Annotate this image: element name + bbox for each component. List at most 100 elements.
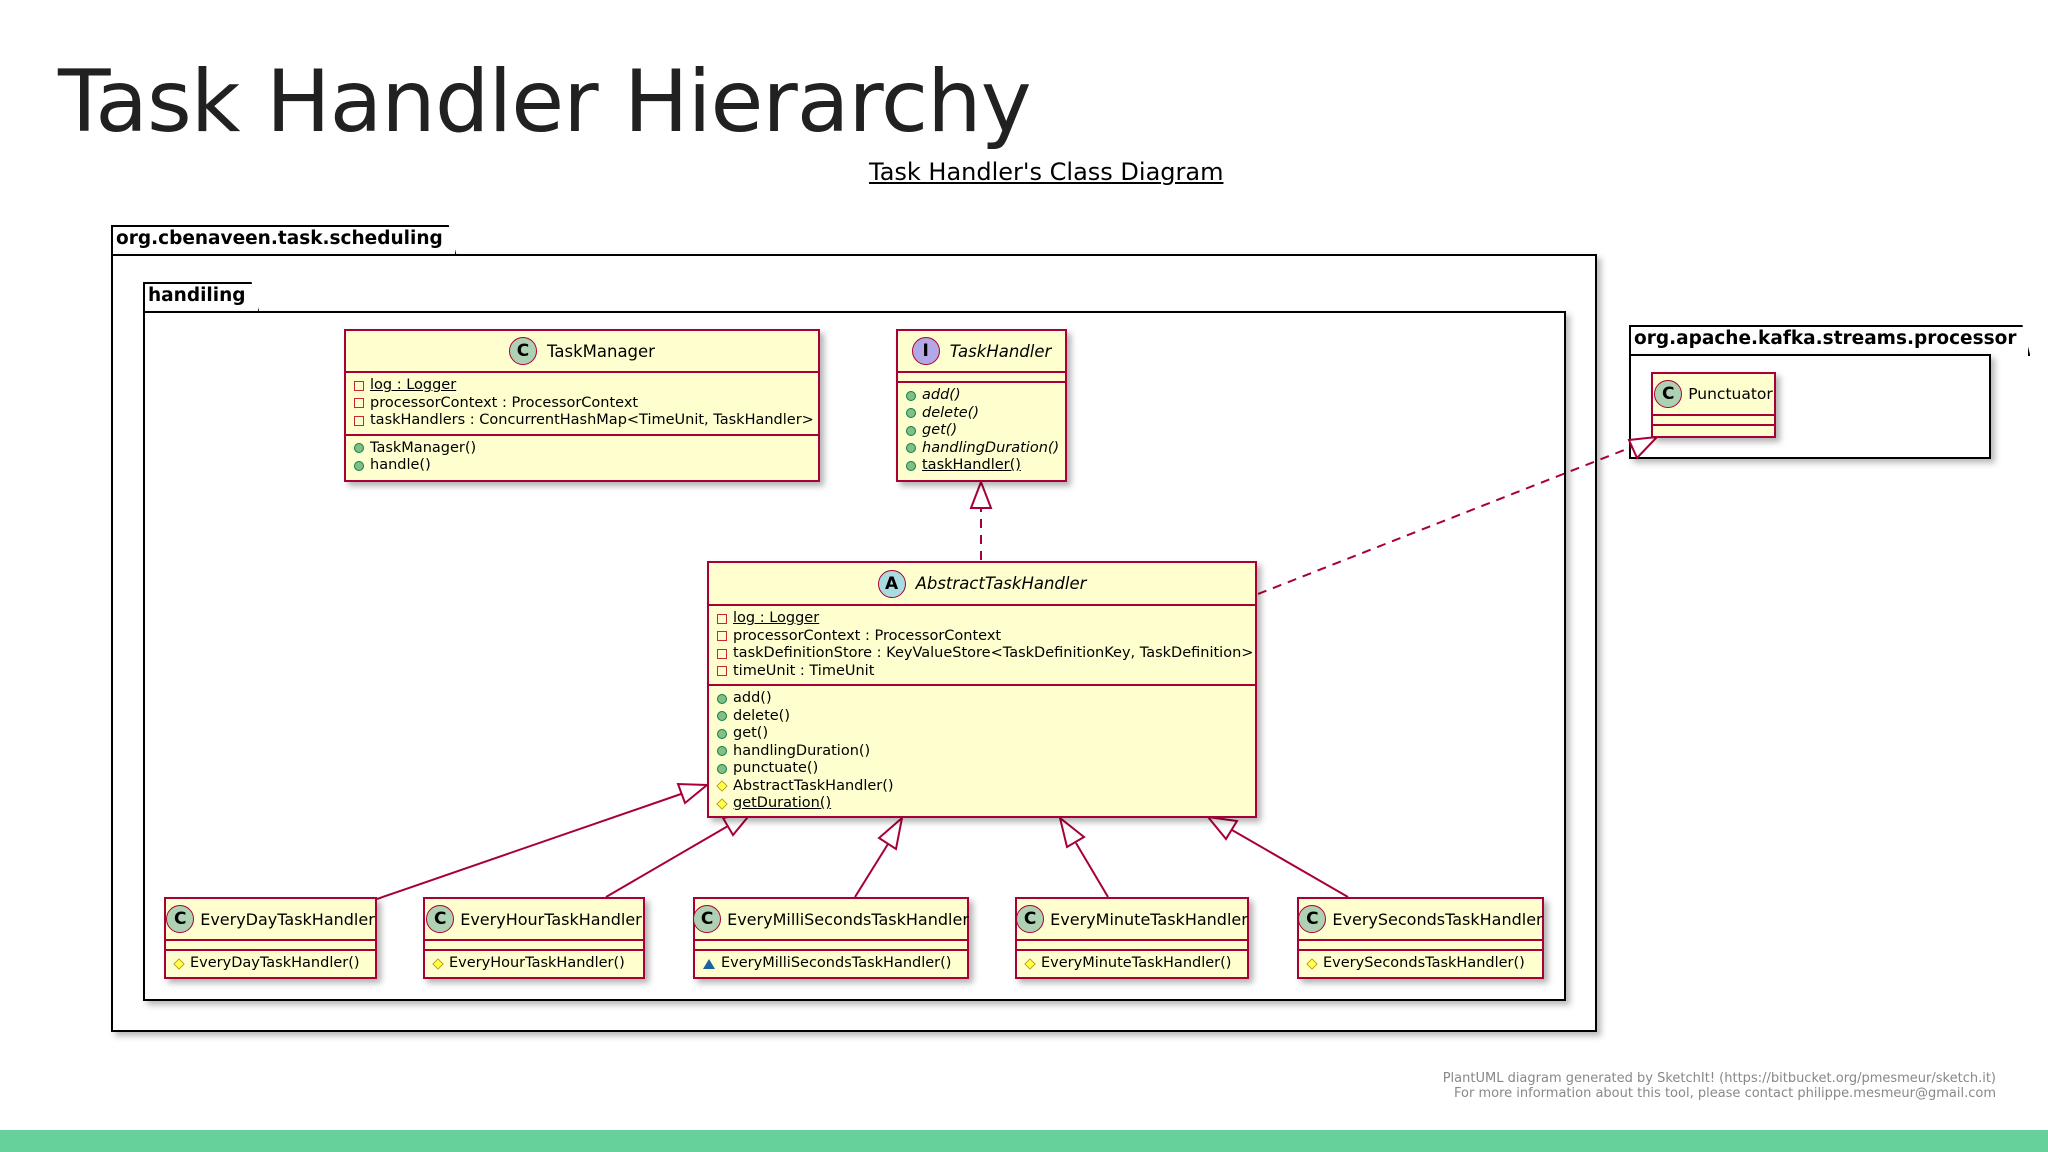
- method-text: EveryDayTaskHandler(): [190, 955, 360, 971]
- method-row: get(): [906, 422, 1057, 440]
- method-text: EveryHourTaskHandler(): [449, 955, 625, 971]
- protected-visibility-icon: [1306, 958, 1318, 970]
- fields-section: [425, 941, 643, 951]
- plantuml-credit: PlantUML diagram generated by SketchIt! …: [1443, 1071, 1996, 1101]
- fields-section: [1299, 941, 1542, 951]
- method-row: delete(): [717, 708, 1247, 726]
- method-text: get(): [922, 422, 958, 438]
- methods-section: EverySecondsTaskHandler(): [1299, 951, 1542, 977]
- methods-section: EveryMilliSecondsTaskHandler(): [695, 951, 967, 977]
- field-row: log : Logger: [354, 377, 810, 395]
- method-text: handlingDuration(): [922, 439, 1060, 456]
- field-text: taskDefinitionStore : KeyValueStore<Task…: [733, 645, 1254, 661]
- package-tab-handling: handiling: [143, 282, 260, 313]
- class-everymillisecondstaskhandler: C EveryMilliSecondsTaskHandler EveryMill…: [693, 897, 969, 979]
- class-header: C EverySecondsTaskHandler: [1298, 899, 1543, 941]
- extends-everyseconds-arrow: [1205, 815, 1239, 841]
- realization-punctuator-line: [1257, 444, 1638, 595]
- method-text: handlingDuration(): [733, 742, 871, 759]
- methods-section: EveryDayTaskHandler(): [166, 951, 375, 977]
- class-badge-icon: C: [1654, 380, 1683, 408]
- public-visibility-icon: [717, 746, 727, 757]
- field-text: log : Logger: [733, 610, 820, 626]
- fields-section: [695, 941, 967, 951]
- realization-punctuator-arrow: [1627, 435, 1660, 460]
- class-name: Punctuator: [1688, 385, 1773, 403]
- method-text: delete(): [733, 707, 790, 724]
- class-header: C TaskManager: [346, 331, 818, 373]
- method-row: AbstractTaskHandler(): [716, 777, 1247, 796]
- extends-everyminute-line: [1075, 842, 1109, 898]
- method-text: TaskManager(): [370, 439, 477, 456]
- methods-section: TaskManager() handle(): [346, 436, 818, 479]
- protected-visibility-icon: [1024, 958, 1036, 970]
- extends-everymilli-line: [854, 843, 889, 898]
- protected-visibility-icon: [173, 958, 185, 970]
- fields-section: [1653, 416, 1774, 426]
- method-row: EveryHourTaskHandler(): [432, 955, 635, 973]
- slide-title: Task Handler Hierarchy: [58, 52, 1032, 152]
- method-row: delete(): [906, 405, 1057, 423]
- class-header: I TaskHandler: [898, 331, 1065, 373]
- class-name: EveryMilliSecondsTaskHandler: [727, 909, 969, 929]
- method-text: AbstractTaskHandler(): [733, 777, 894, 794]
- public-visibility-icon: [717, 763, 727, 774]
- package-label-kafka: org.apache.kafka.streams.processor: [1634, 328, 2017, 349]
- abstract-class-abstracttaskhandler: A AbstractTaskHandler log : Logger proce…: [707, 561, 1257, 818]
- method-row: getDuration(): [716, 795, 1247, 813]
- private-visibility-icon: [354, 398, 364, 409]
- interface-badge-icon: I: [911, 337, 940, 365]
- field-row: log : Logger: [717, 610, 1247, 628]
- public-visibility-icon: [717, 728, 727, 739]
- private-visibility-icon: [717, 631, 727, 642]
- public-visibility-icon: [906, 425, 916, 436]
- method-row: TaskManager(): [354, 440, 810, 458]
- method-row: handlingDuration(): [717, 743, 1247, 761]
- method-text: EverySecondsTaskHandler(): [1323, 955, 1525, 971]
- class-header: C EveryMilliSecondsTaskHandler: [693, 899, 969, 941]
- field-row: processorContext : ProcessorContext: [717, 628, 1247, 646]
- fields-section: [1017, 941, 1247, 951]
- method-row: taskHandler(): [906, 457, 1057, 475]
- extends-everyday-arrow: [676, 782, 710, 805]
- package-tab-scheduling: org.cbenaveen.task.scheduling: [111, 225, 457, 256]
- credit-line-1: PlantUML diagram generated by SketchIt! …: [1442, 1071, 1996, 1086]
- public-visibility-icon: [717, 693, 727, 704]
- class-name: EveryDayTaskHandler: [200, 909, 375, 929]
- fields-section: log : Logger processorContext : Processo…: [346, 373, 818, 436]
- class-badge-icon: C: [1298, 905, 1327, 933]
- class-header: C EveryMinuteTaskHandler: [1016, 899, 1248, 941]
- field-row: timeUnit : TimeUnit: [717, 663, 1247, 681]
- public-visibility-icon: [906, 408, 916, 419]
- method-text: EveryMinuteTaskHandler(): [1041, 955, 1232, 971]
- method-row: handle(): [354, 457, 810, 475]
- method-text: taskHandler(): [922, 457, 1021, 473]
- class-badge-icon: C: [509, 337, 538, 365]
- class-header: A AbstractTaskHandler: [709, 563, 1255, 606]
- extends-everymilli-arrow: [877, 815, 904, 851]
- method-row: EveryMinuteTaskHandler(): [1024, 955, 1239, 973]
- field-text: timeUnit : TimeUnit: [733, 662, 875, 679]
- class-name: TaskHandler: [949, 341, 1052, 361]
- interface-taskhandler: I TaskHandler add() delete() get() handl…: [896, 329, 1067, 482]
- field-text: processorContext : ProcessorContext: [370, 394, 639, 411]
- class-everysecondstaskhandler: C EverySecondsTaskHandler EverySecondsTa…: [1297, 897, 1544, 979]
- class-name: EveryHourTaskHandler: [460, 909, 642, 929]
- field-row: taskDefinitionStore : KeyValueStore<Task…: [717, 645, 1253, 663]
- extends-everyhour-line: [605, 825, 729, 898]
- package-label-scheduling: org.cbenaveen.task.scheduling: [116, 228, 443, 249]
- method-row: add(): [717, 690, 1247, 708]
- abstract-badge-icon: A: [877, 569, 906, 598]
- package-visibility-icon: [703, 958, 715, 969]
- credit-line-2: For more information about this tool, pl…: [1454, 1086, 1996, 1101]
- public-visibility-icon: [906, 460, 916, 471]
- class-everyminutetaskhandler: C EveryMinuteTaskHandler EveryMinuteTask…: [1015, 897, 1249, 979]
- class-header: C EveryHourTaskHandler: [425, 899, 643, 941]
- field-row: processorContext : ProcessorContext: [354, 395, 810, 413]
- field-text: taskHandlers : ConcurrentHashMap<TimeUni…: [370, 412, 814, 428]
- fields-section: [166, 941, 375, 951]
- package-tab-kafka: org.apache.kafka.streams.processor: [1629, 325, 2030, 356]
- fields-section: log : Logger processorContext : Processo…: [709, 606, 1255, 686]
- field-row: taskHandlers : ConcurrentHashMap<TimeUni…: [354, 412, 814, 430]
- public-visibility-icon: [354, 460, 364, 471]
